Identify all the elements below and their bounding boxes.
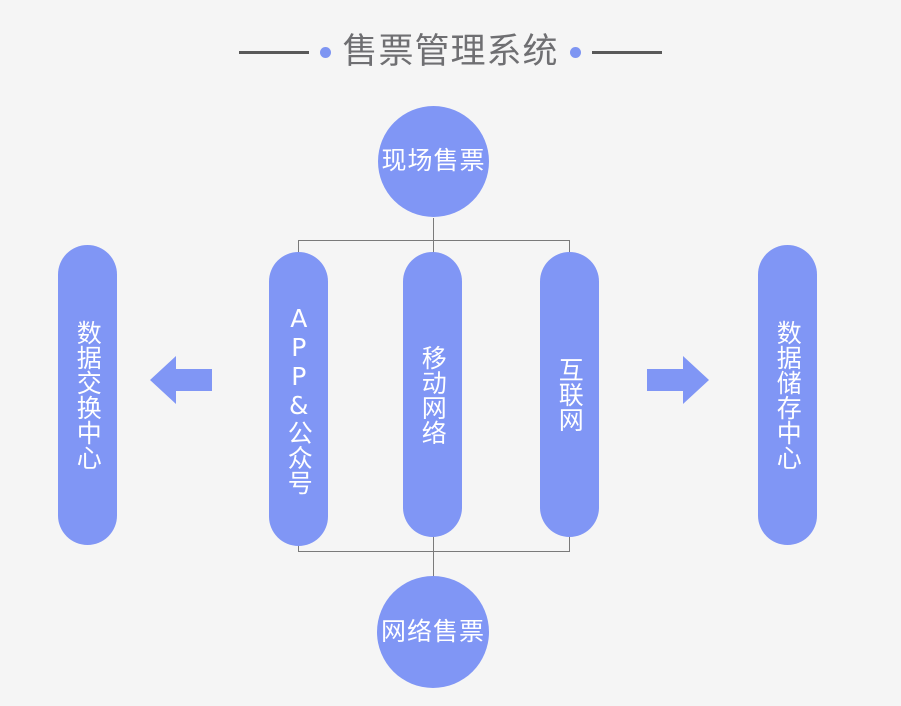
node-channel-mobile-network[interactable]: 移动网络 [403, 252, 462, 537]
title-dot-right [569, 46, 581, 58]
node-channel-mobile-network-label: 移动网络 [418, 344, 448, 445]
arrow-left-icon [150, 352, 212, 408]
node-channel-app-wechat-label: APP&公众号 [284, 303, 314, 495]
title-dot-left [320, 46, 332, 58]
arrow-right-icon [647, 352, 709, 408]
connector-top-stem [433, 218, 434, 240]
node-channel-internet-label: 互联网 [555, 357, 585, 432]
node-data-exchange-center[interactable]: 数据交换中心 [58, 245, 117, 545]
node-onsite-ticketing[interactable]: 现场售票 [378, 106, 489, 217]
node-onsite-ticketing-label: 现场售票 [381, 146, 486, 176]
node-online-ticketing[interactable]: 网络售票 [377, 576, 489, 688]
node-online-ticketing-label: 网络售票 [380, 616, 485, 646]
node-channel-internet[interactable]: 互联网 [540, 252, 599, 537]
node-data-storage-center[interactable]: 数据储存中心 [758, 245, 817, 545]
page-title: 售票管理系统 [342, 31, 559, 72]
connector-bottom-stem [433, 551, 434, 577]
page-header: 售票管理系统 [0, 26, 901, 78]
connector-bottom-riser-right [569, 537, 570, 552]
connector-bottom-bar [298, 551, 570, 552]
connector-top-drop-right [569, 240, 570, 256]
title-dash-left [239, 50, 310, 54]
connector-bottom-riser-center [433, 532, 434, 552]
title-dash-right [591, 50, 662, 54]
node-data-exchange-center-label: 数据交换中心 [73, 320, 103, 470]
connector-top-drop-center [433, 240, 434, 256]
node-channel-app-wechat[interactable]: APP&公众号 [269, 252, 328, 546]
connector-top-bar [298, 240, 570, 241]
connector-top-drop-left [298, 240, 299, 256]
node-data-storage-center-label: 数据储存中心 [773, 320, 803, 470]
